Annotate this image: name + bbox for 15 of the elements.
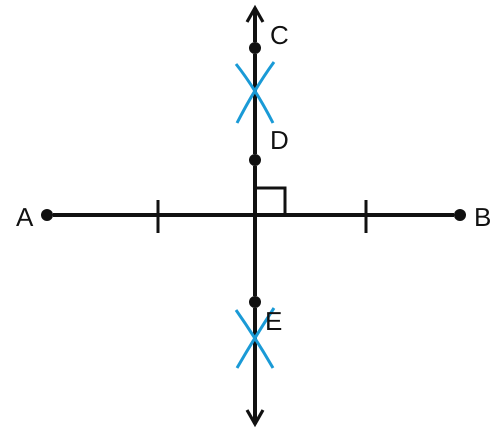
point-dot	[249, 42, 261, 54]
point-label: E	[265, 308, 282, 334]
point-label: A	[16, 204, 34, 230]
arrow	[245, 308, 265, 426]
point-label: B	[474, 204, 492, 230]
arrow	[245, 6, 265, 42]
point-dot	[249, 296, 261, 308]
point-dot	[41, 209, 53, 221]
point-dot	[454, 209, 466, 221]
line-segment	[253, 166, 257, 296]
line-segment	[53, 213, 454, 217]
point-label: C	[270, 22, 289, 48]
point-dot	[249, 154, 261, 166]
point-label: D	[270, 127, 289, 153]
line-segment	[253, 54, 257, 154]
